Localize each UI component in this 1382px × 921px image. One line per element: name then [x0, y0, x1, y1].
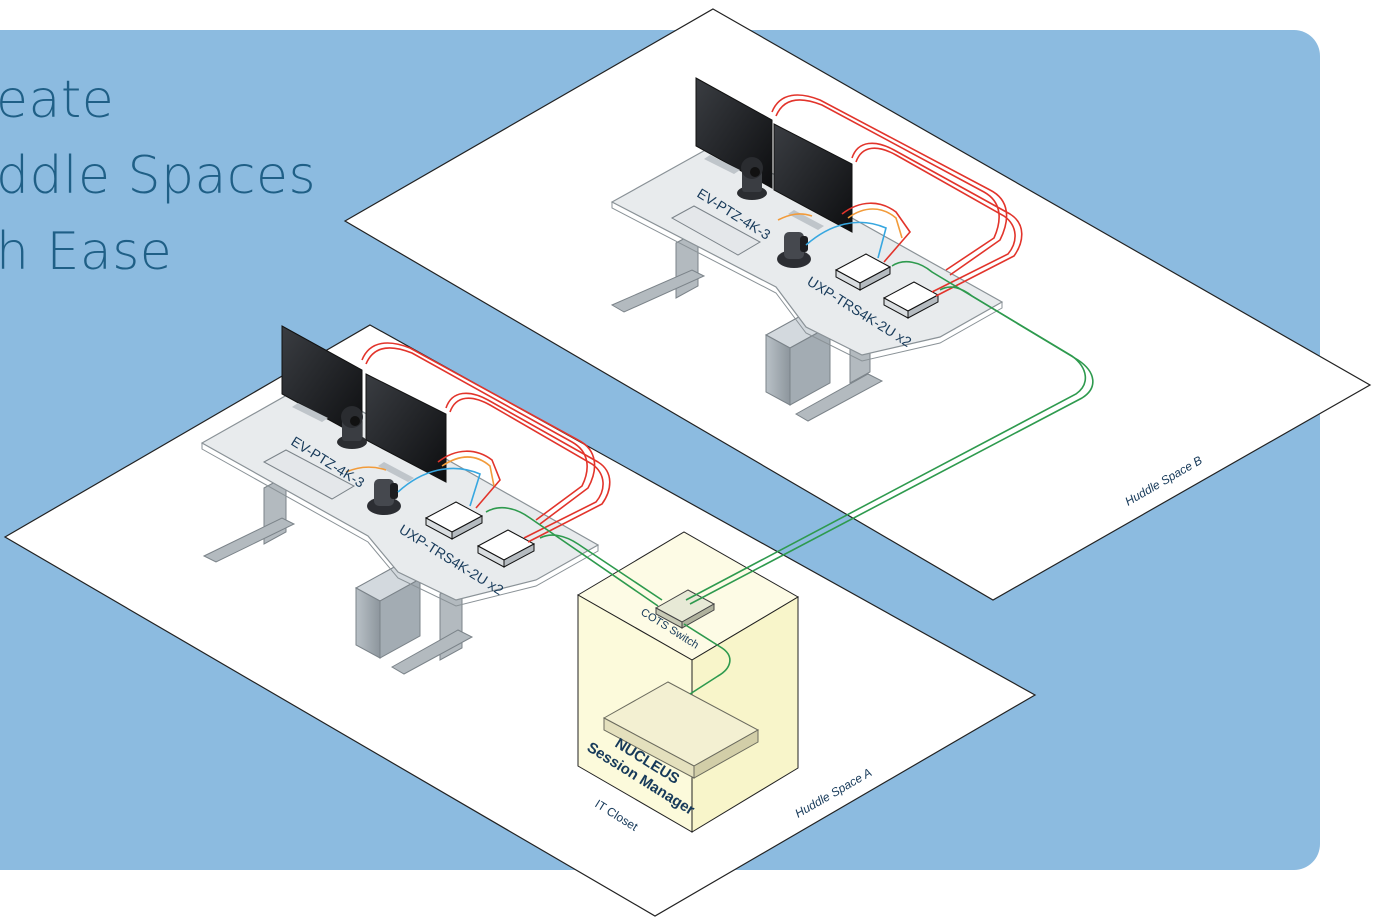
uxp-box-a1 [424, 501, 484, 540]
fiber-links [485, 260, 1094, 695]
keyboard-a [262, 449, 356, 500]
pc-tower-b [764, 312, 832, 406]
ptz-camera-b [737, 157, 767, 200]
microphone-b [777, 232, 811, 268]
uxp-box-a2 [476, 529, 536, 568]
cots-switch [654, 589, 716, 629]
monitor-right-a [365, 373, 447, 483]
huddle-space-b: EV-PTZ-4K-3 UXP-TRS4K-2U x2 Huddle Space… [343, 8, 1372, 601]
microphone-a [367, 479, 401, 515]
headline-line-1: eate [0, 70, 115, 130]
headline-line-3: h Ease [0, 222, 173, 282]
desk-legs-a [202, 475, 474, 675]
it-closet: COTS Switch NUCLEUS Session Manager IT C… [577, 531, 799, 834]
ptz-camera-a [337, 406, 367, 449]
keyboard-b [670, 205, 762, 256]
headline-line-2: ddle Spaces [0, 146, 317, 206]
uxp-box-b1 [834, 253, 892, 291]
uxp-box-b2 [882, 281, 940, 319]
cables-b [771, 94, 1023, 297]
cables-a [345, 342, 611, 543]
nucleus-server [602, 681, 760, 779]
headline: eate ddle Spaces h Ease [0, 62, 316, 290]
